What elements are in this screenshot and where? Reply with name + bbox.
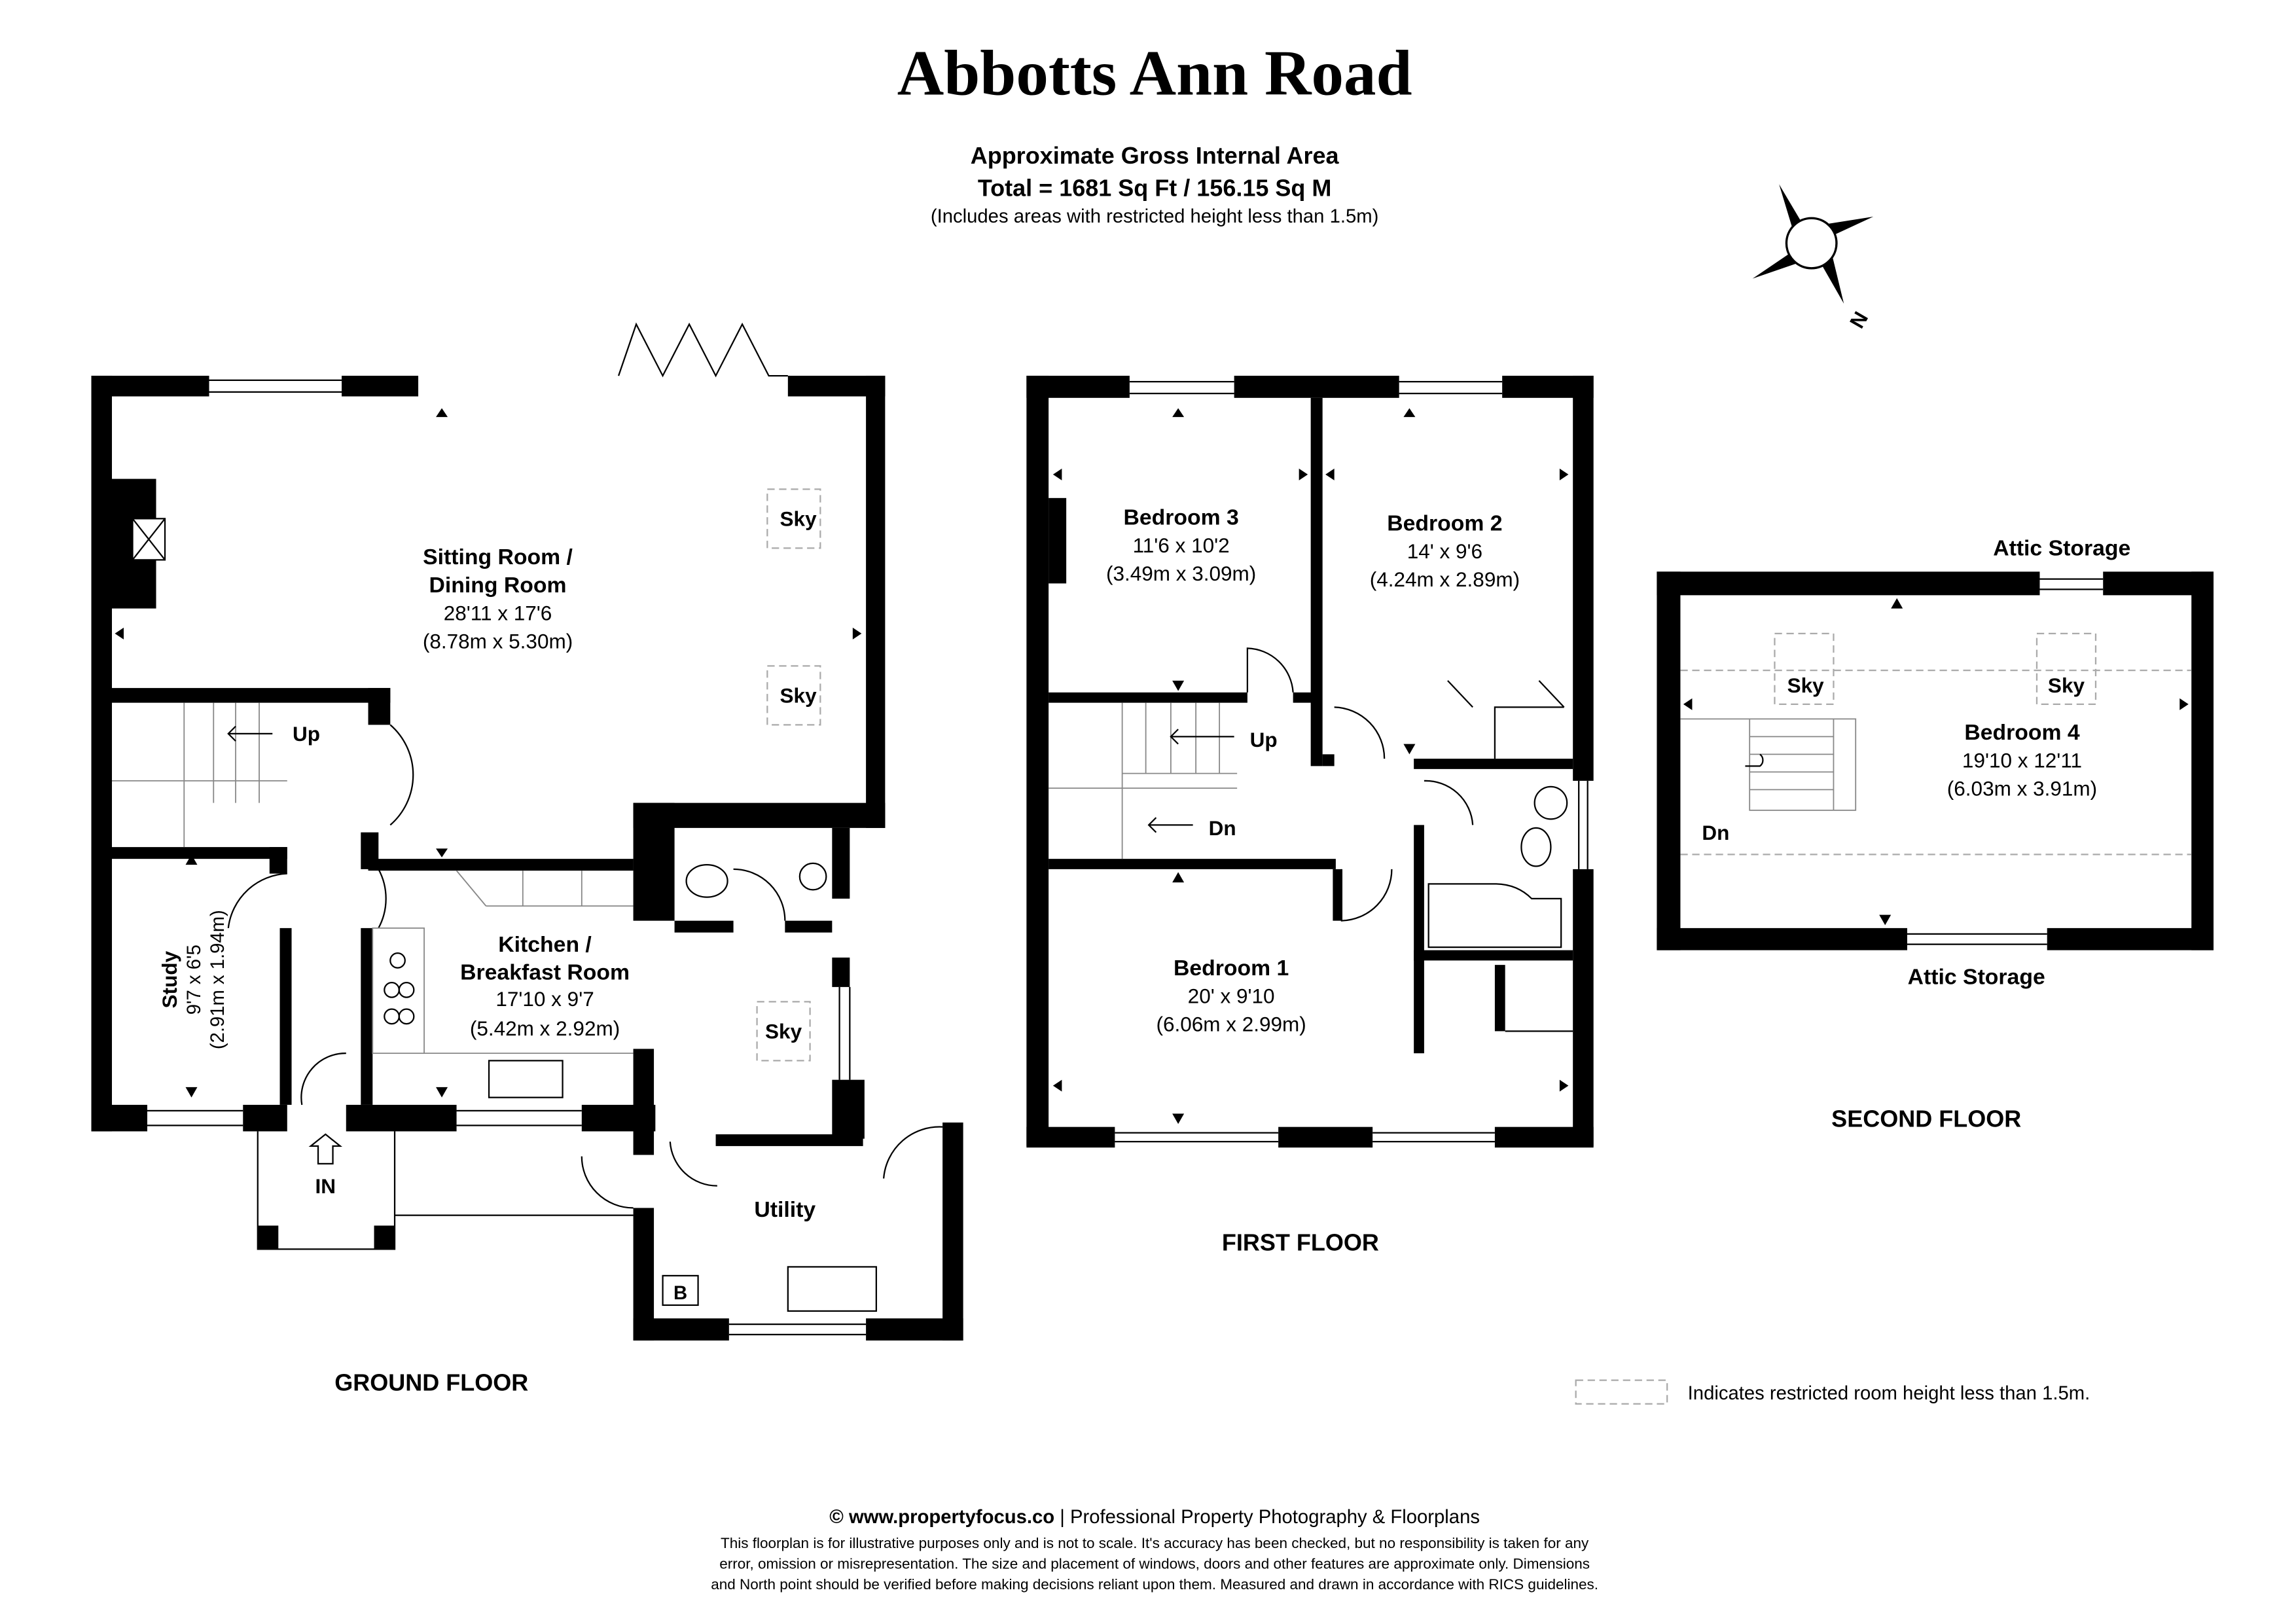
boiler-label: B [673,1283,687,1304]
attic-storage-label: Attic Storage [1993,536,2130,561]
kitchen-name: Kitchen / [498,932,592,957]
bedroom4-metric: (6.03m x 3.91m) [1947,776,2097,800]
sitting-room-name: Sitting Room / [423,545,573,569]
kitchen-metric: (5.42m x 2.92m) [470,1017,620,1040]
sitting-room-metric: (8.78m x 5.30m) [423,629,573,653]
bedroom3-imperial: 11'6 x 10'2 [1133,533,1230,557]
area-note: (Includes areas with restricted height l… [931,206,1378,227]
compass-icon: N [1752,184,1874,333]
first-floor-plan: Bedroom 3 11'6 x 10'2 (3.49m x 3.09m) Be… [1026,376,1594,1256]
bedroom3-metric: (3.49m x 3.09m) [1106,562,1256,585]
skylight-label: Sky [2048,674,2085,697]
area-total: Total = 1681 Sq Ft / 156.15 Sq M [978,175,1332,202]
footer-credit: © www.propertyfocus.co | Professional Pr… [829,1507,1480,1528]
footer-website-link[interactable]: © www.propertyfocus.co [829,1507,1054,1528]
restricted-height-legend-swatch [1575,1379,1668,1405]
bedroom2-name: Bedroom 2 [1387,511,1502,535]
skylight-label: Sky [1787,674,1825,697]
stairs-down-label: Dn [1209,816,1236,840]
compass-north-label: N [1845,308,1873,333]
skylight-label: Sky [780,684,817,708]
dining-room-name: Dining Room [429,573,567,598]
study-imperial: 9'7 x 6'5 [184,945,205,1015]
attic-storage-label: Attic Storage [1908,964,2045,989]
bedroom3-name: Bedroom 3 [1123,505,1238,530]
footer-disclaimer-line: error, omission or misrepresentation. Th… [719,1556,1590,1572]
area-heading: Approximate Gross Internal Area [971,142,1340,169]
bedroom1-imperial: 20' x 9'10 [1188,984,1275,1008]
entrance-label: IN [315,1174,336,1198]
footer-tagline: | Professional Property Photography & Fl… [1054,1507,1480,1528]
bedroom4-name: Bedroom 4 [1964,720,2080,745]
restricted-height-legend-text: Indicates restricted room height less th… [1688,1383,2090,1404]
sitting-room-imperial: 28'11 x 17'6 [444,602,552,625]
kitchen-imperial: 17'10 x 9'7 [495,987,594,1011]
utility-name: Utility [754,1197,816,1222]
skylight-label: Sky [765,1020,802,1043]
stairs-up-label: Up [1250,728,1278,751]
first-floor-label: FIRST FLOOR [1222,1229,1379,1256]
ground-floor-label: GROUND FLOOR [334,1369,528,1396]
study-metric: (2.91m x 1.94m) [207,910,228,1049]
breakfast-room-name: Breakfast Room [460,960,630,985]
bedroom2-imperial: 14' x 9'6 [1407,539,1482,563]
footer-disclaimer-line: and North point should be verified befor… [711,1576,1598,1593]
bedroom1-metric: (6.06m x 2.99m) [1156,1012,1306,1036]
bedroom4-imperial: 19'10 x 12'11 [1962,749,2082,772]
footer-disclaimer-line: This floorplan is for illustrative purpo… [721,1535,1589,1551]
skylight-label: Sky [780,507,817,531]
stairs-down-label: Dn [1702,821,1729,844]
stairs-up-label: Up [293,722,320,746]
second-floor-plan: Bedroom 4 19'10 x 12'11 (6.03m x 3.91m) … [1657,536,2214,1132]
page-title: Abbotts Ann Road [897,37,1412,109]
bedroom1-name: Bedroom 1 [1174,956,1289,981]
second-floor-label: SECOND FLOOR [1831,1106,2021,1132]
bedroom2-metric: (4.24m x 2.89m) [1370,568,1520,591]
ground-floor-plan: Sitting Room / Dining Room 28'11 x 17'6 … [91,322,963,1396]
study-name: Study [158,950,181,1008]
